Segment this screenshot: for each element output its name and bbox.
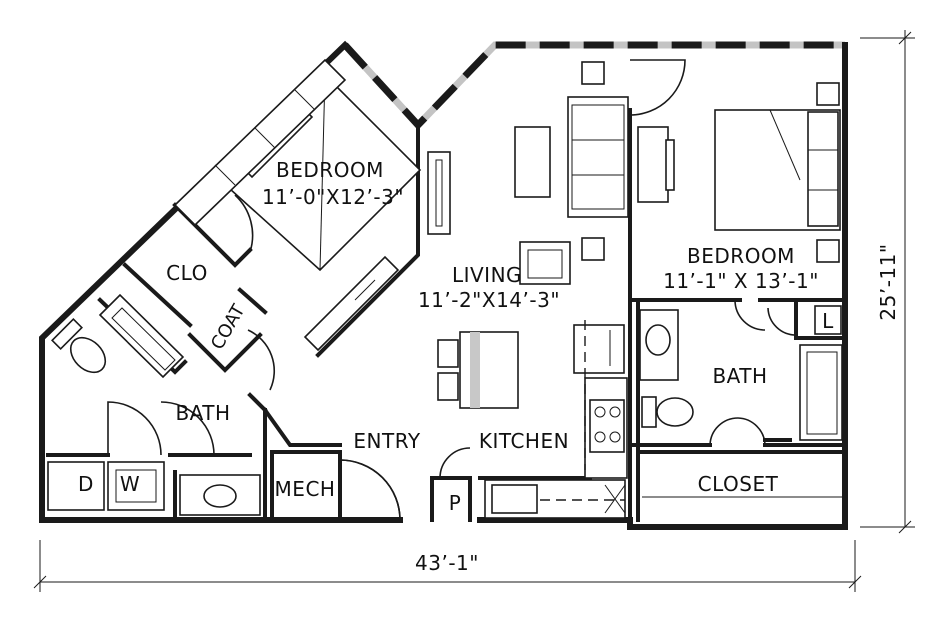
living-label: LIVING	[452, 263, 522, 287]
living-size: 11’-2"X14’-3"	[418, 288, 560, 312]
bedroom-1-size: 11’-0"X12’-3"	[262, 185, 404, 209]
toilet-1	[51, 318, 107, 374]
nightstand-2	[816, 239, 840, 263]
dryer-label: D	[78, 472, 94, 496]
dining-table	[437, 331, 519, 409]
bedroom-2-label: BEDROOM	[687, 244, 795, 268]
bedroom-1-label: BEDROOM	[276, 158, 384, 182]
closet-1-label: CLO	[166, 261, 208, 285]
overall-depth-dimension: 25’-11"	[876, 243, 900, 320]
nightstand-1	[816, 82, 840, 106]
washer-label: W	[120, 472, 140, 496]
coffee-table	[514, 126, 551, 198]
desk-2	[637, 126, 675, 203]
bed-2	[714, 109, 841, 231]
wardrobe-1	[173, 58, 347, 227]
sink-1	[179, 474, 261, 516]
coat-closet-label: COAT	[207, 300, 250, 353]
dresser-1	[303, 255, 400, 352]
tub-1	[98, 293, 185, 379]
overall-width-dimension: 43’-1"	[415, 551, 479, 575]
pantry-label: P	[449, 491, 462, 515]
linen-label: L	[822, 309, 834, 333]
bedroom-2-size: 11’-1" X 13’-1"	[663, 269, 819, 293]
tv-console	[427, 151, 451, 235]
kitchen-label: KITCHEN	[479, 429, 569, 453]
end-table-2	[581, 237, 605, 261]
bath-2-fixtures	[639, 305, 843, 441]
sofa	[567, 96, 629, 218]
dimension-lines	[33, 30, 915, 592]
kitchen-counters	[484, 320, 628, 519]
armchair	[519, 241, 571, 285]
bath-2-label: BATH	[712, 364, 767, 388]
doors	[107, 59, 797, 521]
interior-walls	[46, 108, 847, 522]
mech-label: MECH	[275, 477, 336, 501]
end-table	[581, 61, 605, 85]
closet-2-label: CLOSET	[698, 472, 779, 496]
entry-label: ENTRY	[353, 429, 420, 453]
window-glazing	[342, 41, 845, 131]
bath-1-label: BATH	[175, 401, 230, 425]
washer-dryer	[47, 461, 165, 511]
